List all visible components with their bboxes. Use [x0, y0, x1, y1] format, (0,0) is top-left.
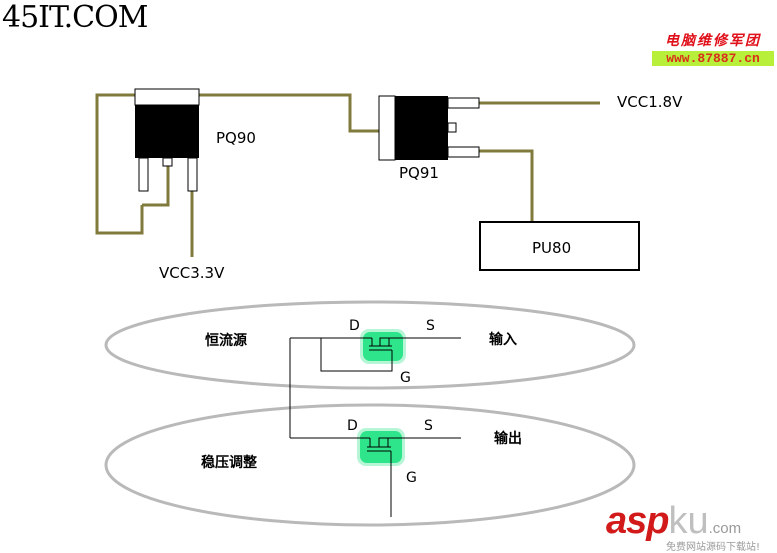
pq91-pin-mid [447, 122, 457, 133]
label-terminal-output: 输出 [494, 431, 522, 447]
watermark-aspku: aspku.com 免费网站源码下载站! [606, 500, 760, 553]
watermark-brand-a: asp [606, 500, 669, 542]
label-vcc33: VCC3.3V [159, 264, 225, 282]
watermark-brand-b: ku [668, 500, 709, 542]
wire-pq90-pq91 [199, 93, 383, 133]
pq91-tab [378, 95, 396, 161]
pq91-body [395, 96, 448, 160]
pq90-pin-mid [162, 157, 173, 167]
ellipse-constant-current [104, 300, 636, 390]
label-source-1: S [426, 318, 435, 334]
watermark-tagline: 免费网站源码下载站! [666, 542, 761, 553]
mosfet-1 [290, 329, 461, 372]
ellipse-voltage-regulation [104, 403, 636, 527]
site-title: 45IT.COM [2, 0, 148, 35]
pq90-pin-right [187, 157, 198, 192]
pq91-pin-top [447, 97, 480, 109]
pq90-tab [134, 88, 200, 106]
label-section-1: 恒流源 [205, 333, 247, 349]
mosfet-2 [290, 428, 461, 517]
wires-top [95, 93, 600, 257]
wire-pq90-mid [142, 165, 170, 207]
label-pq90: PQ90 [216, 129, 256, 147]
label-gate-1: G [400, 370, 411, 386]
label-drain-1: D [349, 318, 360, 334]
pq90-body [135, 105, 199, 158]
label-drain-2: D [347, 418, 358, 434]
wire-pq91-pu80 [479, 149, 534, 222]
watermark-87887: 电脑维修军团 www.87887.cn [652, 30, 774, 66]
pq91-pin-bottom [447, 146, 480, 158]
label-section-2: 稳压调整 [201, 455, 257, 471]
pq90-pin-left [138, 157, 149, 192]
watermark-url: www.87887.cn [652, 51, 774, 66]
wire-pq90-loop [95, 93, 144, 235]
pq91-component [378, 95, 480, 161]
watermark-cn-text: 电脑维修军团 [665, 33, 761, 49]
watermark-domain: .com [708, 520, 742, 537]
label-gate-2: G [406, 470, 417, 486]
label-vcc18: VCC1.8V [617, 93, 683, 111]
label-pu80: PU80 [532, 239, 572, 257]
label-pq91: PQ91 [399, 164, 439, 182]
label-source-2: S [424, 418, 433, 434]
pu80-box [479, 221, 640, 271]
label-terminal-input: 输入 [489, 332, 517, 348]
pq90-component [134, 88, 200, 192]
